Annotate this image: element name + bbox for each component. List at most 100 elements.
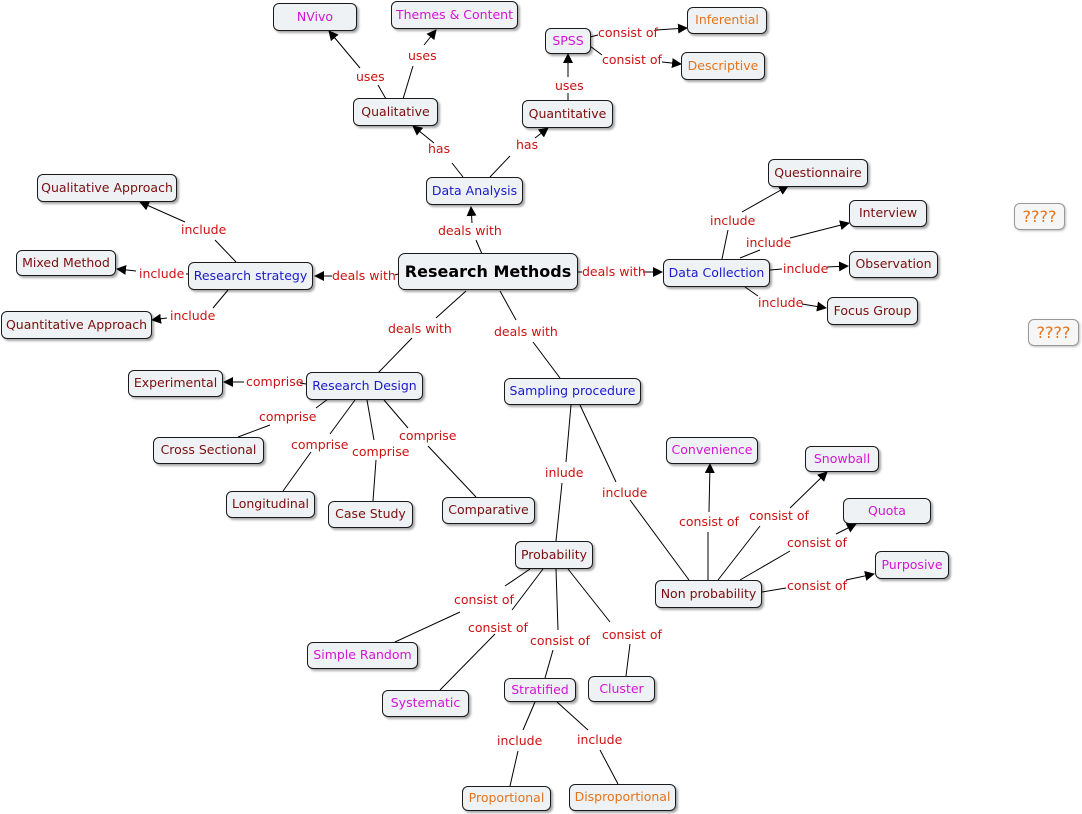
edge-strategy-qual-approach-arrow [139, 201, 186, 223]
link-include: include [497, 733, 543, 748]
node-qualitative[interactable]: Qualitative [353, 98, 438, 126]
edge-rm-data-analysis-arrow [466, 206, 477, 224]
link-consist-of: consist of [468, 620, 528, 635]
edge-prob-stratified [555, 568, 559, 631]
edge-rm-data-analysis [475, 239, 483, 255]
link-consist-of: consist of [749, 508, 809, 523]
node-quantitative[interactable]: Quantitative [522, 100, 613, 128]
edge-spss-descriptive-arrow [661, 58, 682, 69]
edge-nonprob-purposive-arrow [845, 570, 875, 581]
link-consist-of: consist of [454, 592, 514, 607]
node-research-strategy[interactable]: Research strategy [188, 262, 313, 290]
node-disproportional[interactable]: Disproportional [569, 784, 676, 811]
edge-rm-design-bottom [377, 337, 413, 374]
node-descriptive[interactable]: Descriptive [681, 52, 765, 80]
edge-collection-interview-arrow [789, 220, 850, 239]
node-spss[interactable]: SPSS [545, 28, 591, 54]
edge-design-casestudy [366, 399, 375, 441]
link-consist-of: consist of [787, 578, 847, 593]
edge-qual-themes [402, 65, 414, 100]
edge-design-longitudinal [329, 399, 356, 435]
node-questionnaire[interactable]: Questionnaire [768, 159, 868, 187]
edge-nonprob-quota-arrow [835, 523, 857, 535]
node-cluster[interactable]: Cluster [588, 676, 655, 702]
edge-collection-focus [744, 286, 759, 297]
node-nvivo[interactable]: NVivo [273, 3, 357, 31]
node-non-probability[interactable]: Non probability [655, 580, 762, 608]
node-data-collection[interactable]: Data Collection [663, 259, 770, 287]
node-probability[interactable]: Probability [515, 541, 593, 569]
node-snowball[interactable]: Snowball [805, 446, 879, 472]
edge-strategy-quant-approach-arrow [151, 313, 168, 324]
edge-rm-sampling-top [499, 290, 517, 321]
node-inferential[interactable]: Inferential [687, 7, 767, 34]
link-comprise: comprise [246, 374, 304, 389]
link-include: include [139, 266, 185, 281]
node-comparative[interactable]: Comparative [442, 497, 535, 524]
edge-qual-nvivo-arrow [328, 30, 361, 69]
edge-collection-questionnaire-arrow [741, 185, 789, 213]
link-include: include [710, 213, 756, 228]
link-uses: uses [408, 48, 437, 63]
node-convenience[interactable]: Convenience [666, 437, 758, 464]
node-systematic[interactable]: Systematic [382, 690, 469, 717]
node-experimental[interactable]: Experimental [128, 370, 223, 397]
node-purposive[interactable]: Purposive [875, 551, 949, 579]
node-quota[interactable]: Quota [843, 498, 931, 524]
edge-collection-questionnaire [721, 229, 729, 260]
edge-prob-cluster [567, 568, 611, 623]
link-deals-with: deals with [582, 264, 646, 279]
node-case-study[interactable]: Case Study [328, 501, 413, 528]
node-proportional[interactable]: Proportional [462, 786, 551, 811]
node-simple-random[interactable]: Simple Random [307, 642, 418, 669]
edge-design-longitudinal-2 [282, 451, 312, 492]
edge-design-comparative [383, 399, 409, 429]
link-consist-of: consist of [787, 535, 847, 550]
node-themes-content[interactable]: Themes & Content [391, 1, 518, 29]
edge-prob-simple-2 [394, 611, 461, 643]
node-observation[interactable]: Observation [849, 251, 938, 278]
link-comprise: comprise [399, 428, 457, 443]
edge-design-experimental [299, 382, 307, 385]
node-research-methods[interactable]: Research Methods [398, 253, 578, 290]
link-uses: uses [555, 78, 584, 93]
edge-design-casestudy-2 [372, 459, 377, 502]
edge-qual-nvivo [377, 84, 387, 100]
edge-qual-themes-arrow [423, 29, 437, 46]
link-comprise: comprise [291, 437, 349, 452]
node-research-design[interactable]: Research Design [306, 372, 423, 400]
node-unknown-2[interactable]: ???? [1028, 319, 1079, 346]
link-consist-of: consist of [602, 52, 662, 67]
node-qualitative-approach[interactable]: Qualitative Approach [37, 174, 177, 202]
link-include: include [783, 261, 829, 276]
edge-spss-descriptive [589, 45, 603, 56]
link-include: include [746, 235, 792, 250]
edge-strat-proportional [522, 701, 536, 731]
node-sampling-procedure[interactable]: Sampling procedure [504, 378, 641, 405]
edge-prob-simple [504, 568, 531, 587]
edge-collection-observation [769, 268, 783, 271]
edge-spss-inferential [589, 34, 599, 38]
link-include: include [181, 222, 227, 237]
node-cross-sectional[interactable]: Cross Sectional [153, 437, 264, 464]
link-consist-of: consist of [530, 633, 590, 648]
edge-design-cross-2 [237, 424, 271, 438]
node-stratified[interactable]: Stratified [504, 678, 576, 702]
edge-nonprob-convenience-arrow [704, 463, 715, 513]
node-data-analysis[interactable]: Data Analysis [426, 177, 523, 205]
node-focus-group[interactable]: Focus Group [827, 297, 918, 325]
edge-da-quantitative-arrow [534, 127, 549, 139]
edge-da-qualitative [451, 162, 464, 178]
link-comprise: comprise [259, 409, 317, 424]
edge-sampling-probability-2 [555, 482, 563, 542]
edge-prob-systematic [511, 568, 544, 611]
edge-rm-strategy [394, 273, 399, 276]
node-unknown-1[interactable]: ???? [1014, 203, 1065, 230]
node-interview[interactable]: Interview [849, 200, 927, 227]
node-mixed-method[interactable]: Mixed Method [16, 250, 116, 276]
node-longitudinal[interactable]: Longitudinal [226, 491, 315, 518]
node-quantitative-approach[interactable]: Quantitative Approach [1, 311, 152, 339]
link-deals-with: deals with [438, 223, 502, 238]
link-has: has [428, 141, 450, 156]
